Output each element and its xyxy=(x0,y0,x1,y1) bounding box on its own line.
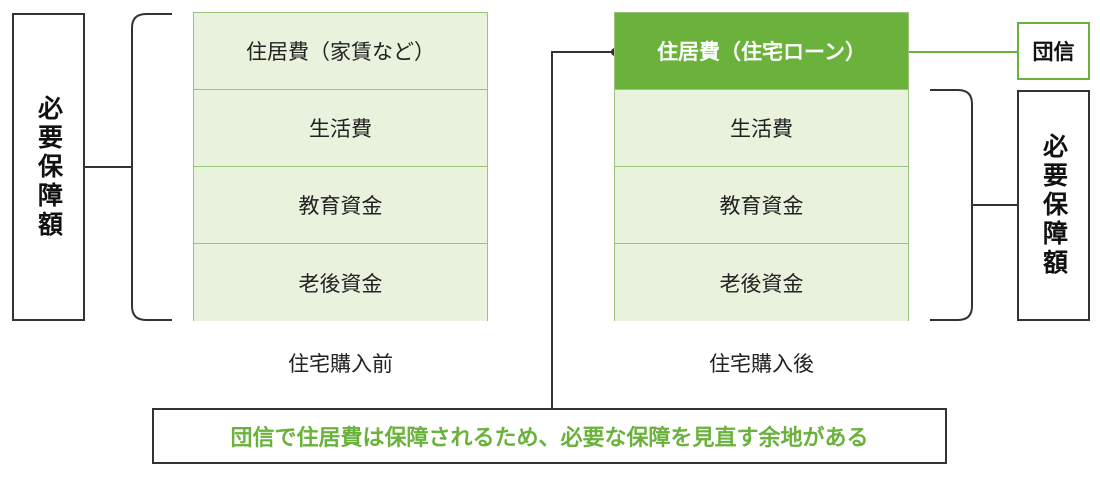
review-note-callout: 団信で住居費は保障されるため、必要な保障を見直す余地がある xyxy=(152,408,947,464)
after-purchase-stack: 住居費（住宅ローン） 生活費 教育資金 老後資金 xyxy=(614,12,909,321)
group-credit-insurance-box: 団信 xyxy=(1017,22,1090,80)
after-item-housing-loan: 住居費（住宅ローン） xyxy=(615,13,908,90)
left-required-coverage-text: 必要保障額 xyxy=(34,94,64,240)
before-item-living: 生活費 xyxy=(194,90,487,167)
before-item-housing: 住居費（家賃など） xyxy=(194,13,487,90)
left-bracket xyxy=(131,13,172,321)
after-item-education: 教育資金 xyxy=(615,167,908,244)
right-required-coverage-text: 必要保障額 xyxy=(1039,133,1069,278)
callout-line xyxy=(551,51,615,408)
before-purchase-caption: 住宅購入前 xyxy=(288,352,393,376)
after-purchase-caption: 住宅購入後 xyxy=(709,352,814,376)
right-bracket xyxy=(930,89,973,321)
before-item-retirement: 老後資金 xyxy=(194,244,487,321)
right-required-coverage-label: 必要保障額 xyxy=(1017,90,1090,321)
after-item-retirement: 老後資金 xyxy=(615,244,908,321)
before-purchase-stack: 住居費（家賃など） 生活費 教育資金 老後資金 xyxy=(193,12,488,321)
left-required-coverage-label: 必要保障額 xyxy=(12,13,85,321)
after-item-living: 生活費 xyxy=(615,90,908,167)
before-item-education: 教育資金 xyxy=(194,167,487,244)
